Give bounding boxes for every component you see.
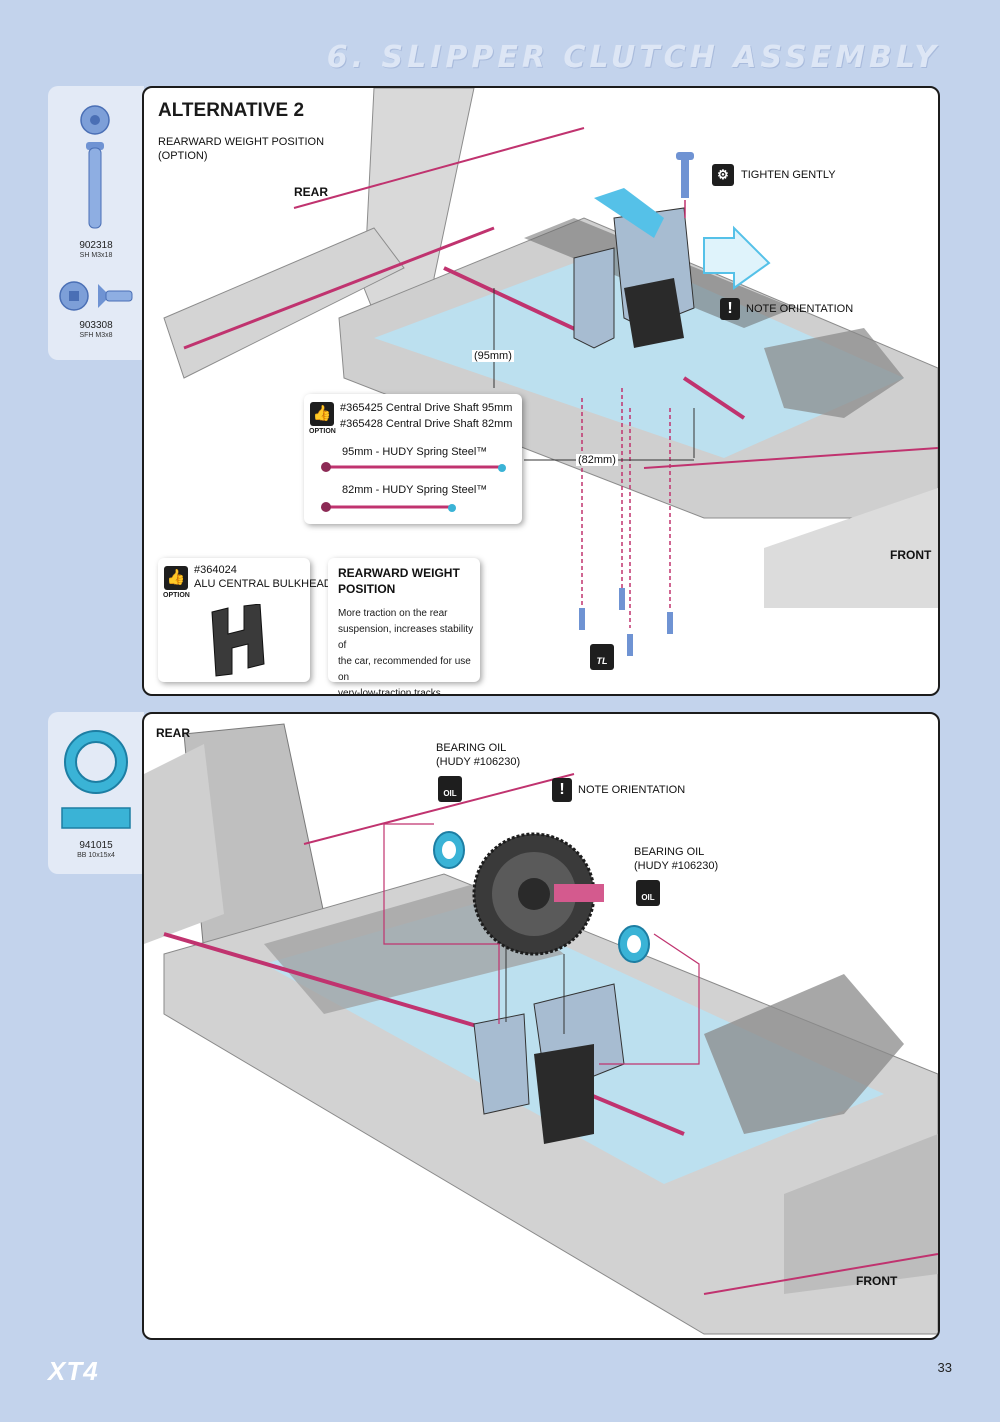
part-code-902318: 902318 bbox=[79, 240, 113, 251]
bearing-oil-icon-right: OIL bbox=[636, 880, 660, 906]
parts-tab-bottom: 941015 BB 10x15x4 bbox=[48, 712, 144, 874]
weight-title-1: REARWARD WEIGHT bbox=[338, 566, 460, 580]
note-orientation-label: NOTE ORIENTATION bbox=[746, 303, 854, 315]
option-card-drive-shaft: 👍 OPTION #365425 Central Drive Shaft 95m… bbox=[304, 394, 522, 524]
screw-sh-m3x18-icon bbox=[80, 105, 110, 229]
oil-right-label-1: BEARING OIL bbox=[634, 846, 705, 858]
panel-bearing-install: REAR FRONT BEARING OIL (HUDY #106230) OI… bbox=[142, 712, 940, 1340]
panel-subtitle: REARWARD WEIGHT POSITION bbox=[158, 136, 325, 148]
page-number: 33 bbox=[937, 1360, 952, 1375]
weight-body: More traction on the rear suspension, in… bbox=[338, 606, 480, 696]
oil-right-label-2: (HUDY #106230) bbox=[634, 860, 719, 872]
tighten-gently-icon: ⚙ bbox=[712, 164, 734, 186]
oil-left-label-2: (HUDY #106230) bbox=[436, 756, 521, 768]
option-card-bulkhead: 👍 OPTION #364024 ALU CENTRAL BULKHEAD bbox=[158, 558, 332, 682]
screw-sfh-m3x8-icon bbox=[59, 281, 133, 311]
oil-left-label-1: BEARING OIL bbox=[436, 742, 507, 754]
drive-shaft-82-icon bbox=[321, 502, 456, 512]
note-orientation-icon: ! bbox=[720, 298, 740, 320]
front-label: FRONT bbox=[890, 548, 932, 562]
note-orientation-label-2: NOTE ORIENTATION bbox=[578, 784, 686, 796]
page-title: 6. SLIPPER CLUTCH ASSEMBLY bbox=[326, 40, 940, 75]
tighten-gently-label: TIGHTEN GENTLY bbox=[741, 169, 836, 181]
xt4-logo: XT4 bbox=[48, 1356, 99, 1386]
bulkhead-name: ALU CENTRAL BULKHEAD bbox=[194, 578, 332, 590]
part-code-941015: 941015 bbox=[79, 840, 113, 851]
shaft-82-label: 82mm - HUDY Spring Steel™ bbox=[342, 484, 488, 496]
weight-body-line-1: More traction on the rear bbox=[338, 608, 448, 619]
bulkhead-code: #364024 bbox=[194, 564, 237, 576]
thumbs-up-icon-2: 👍 bbox=[164, 566, 188, 590]
rear-label-2: REAR bbox=[156, 726, 191, 740]
chassis-illustration-bottom bbox=[144, 723, 938, 1335]
parts-tab-top: 902318 SH M3x18 903308 SFH M3x8 bbox=[48, 86, 144, 360]
dimension-95mm: (95mm) bbox=[472, 350, 514, 362]
panel-title: ALTERNATIVE 2 bbox=[158, 100, 305, 121]
thumbs-up-icon: 👍 bbox=[310, 402, 334, 426]
part-desc-902318: SH M3x18 bbox=[79, 252, 113, 259]
note-orientation-icon-2: ! bbox=[552, 778, 572, 802]
option-line-1: #365425 Central Drive Shaft 95mm bbox=[340, 402, 513, 414]
drive-shaft-95-icon bbox=[321, 462, 506, 472]
bulkhead-option-tag: OPTION bbox=[163, 592, 190, 599]
alu-bulkhead-icon bbox=[211, 604, 265, 677]
panel-subtitle-option: (OPTION) bbox=[158, 150, 208, 162]
weight-body-line-2: suspension, increases stability of bbox=[338, 624, 474, 651]
dimension-82mm: (82mm) bbox=[576, 454, 618, 466]
rearward-weight-card: REARWARD WEIGHT POSITION More traction o… bbox=[328, 558, 480, 694]
shaft-95-label: 95mm - HUDY Spring Steel™ bbox=[342, 446, 488, 458]
part-desc-903308: SFH M3x8 bbox=[79, 332, 113, 339]
part-desc-941015: BB 10x15x4 bbox=[77, 852, 115, 859]
option-line-2: #365428 Central Drive Shaft 82mm bbox=[340, 418, 513, 430]
front-label-2: FRONT bbox=[856, 1274, 898, 1288]
panel-alternative-2: ALTERNATIVE 2 REARWARD WEIGHT POSITION (… bbox=[142, 86, 940, 696]
thread-lock-icon: TL bbox=[590, 644, 614, 670]
bearing-941015-icon bbox=[61, 730, 131, 829]
weight-body-line-4: very-low-traction tracks. bbox=[338, 688, 444, 696]
rear-label: REAR bbox=[294, 185, 329, 199]
weight-title-2: POSITION bbox=[338, 582, 396, 596]
part-code-903308: 903308 bbox=[79, 320, 113, 331]
option-tag: OPTION bbox=[309, 428, 336, 435]
weight-body-line-3: the car, recommended for use on bbox=[338, 656, 471, 683]
bearing-oil-icon-left: OIL bbox=[438, 776, 462, 802]
